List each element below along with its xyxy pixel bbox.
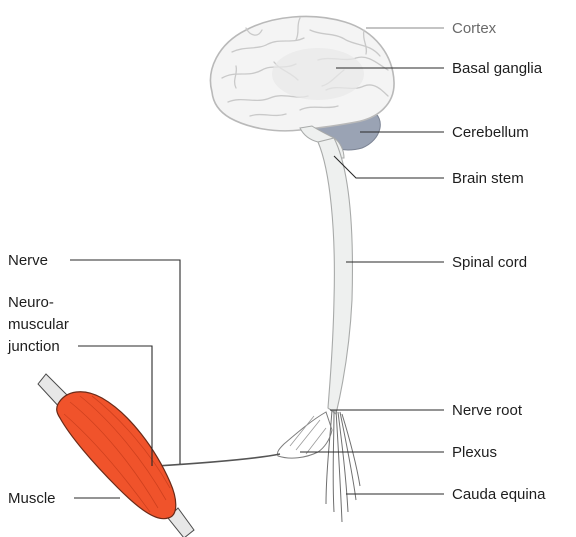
label-neuromuscular-junction-line2: muscular: [8, 316, 69, 333]
label-neuromuscular-junction-line1: Neuro-: [8, 294, 54, 311]
label-cauda-equina: Cauda equina: [452, 486, 546, 503]
label-cortex: Cortex: [452, 20, 497, 37]
leader-brain-stem: [334, 156, 444, 178]
label-brain-stem: Brain stem: [452, 170, 524, 187]
nerve-shape: [156, 454, 280, 466]
label-plexus: Plexus: [452, 444, 497, 461]
label-muscle: Muscle: [8, 490, 56, 507]
label-cerebellum: Cerebellum: [452, 124, 529, 141]
plexus-shape: [277, 412, 332, 458]
label-spinal-cord: Spinal cord: [452, 254, 527, 271]
muscle-shape: [57, 392, 176, 519]
spinal-cord-shape: [318, 138, 352, 414]
label-nerve: Nerve: [8, 252, 48, 269]
basal-ganglia-shape: [272, 48, 364, 100]
label-nerve-root: Nerve root: [452, 402, 523, 419]
label-neuromuscular-junction-line3: junction: [7, 338, 60, 355]
label-basal-ganglia: Basal ganglia: [452, 60, 543, 77]
